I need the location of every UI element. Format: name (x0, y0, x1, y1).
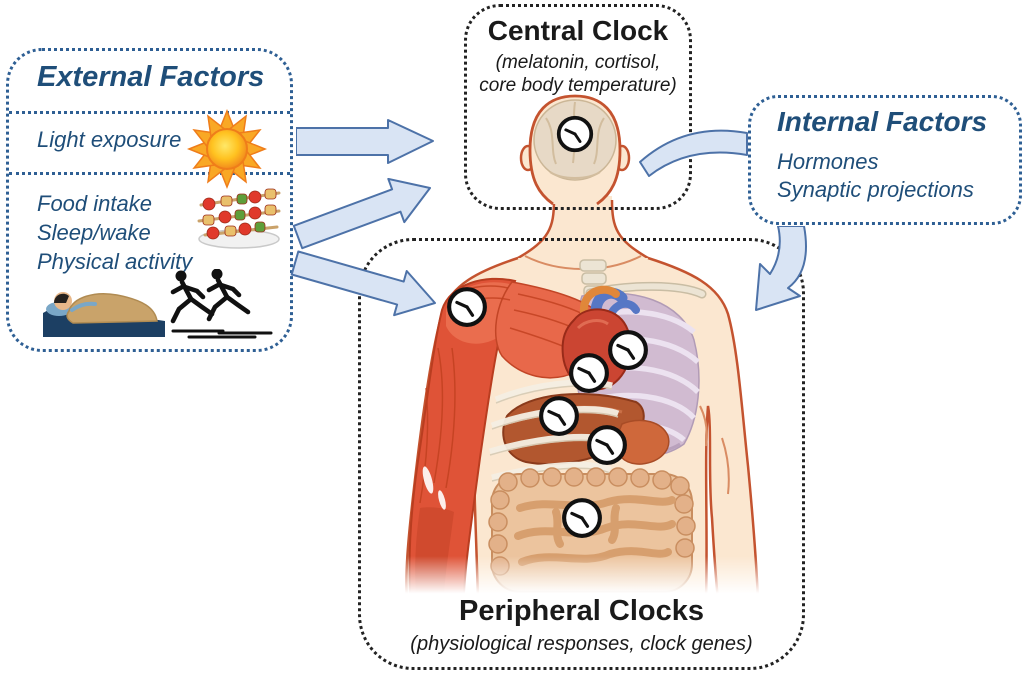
sun-icon (188, 108, 266, 188)
arrow-external-to-central-lower (292, 178, 431, 250)
physical-activity-label: Physical activity (37, 249, 193, 274)
arrow-internal-to-peripheral (755, 226, 807, 311)
arrow-external-to-central (296, 119, 434, 164)
synaptic-projections-label: Synaptic projections (777, 177, 974, 202)
ribbon-central-to-internal (639, 129, 748, 177)
food-skewers-icon (197, 188, 281, 249)
sleeping-person-icon (43, 292, 165, 337)
internal-factors-box: Internal Factors Hormones Synaptic proje… (748, 95, 1022, 225)
central-clock-box: Central Clock (melatonin, cortisol, core… (464, 4, 692, 210)
peripheral-clocks-title: Peripheral Clocks (459, 595, 704, 627)
central-clock-title: Central Clock (487, 15, 669, 46)
divider-2 (9, 172, 290, 175)
runners-icon (170, 269, 273, 339)
external-factors-title: External Factors (37, 61, 265, 93)
hormones-label: Hormones (777, 149, 879, 174)
sleep-wake-label: Sleep/wake (37, 220, 151, 245)
food-intake-label: Food intake (37, 191, 152, 216)
peripheral-clocks-box: Peripheral Clocks (physiological respons… (358, 238, 805, 670)
figure-fade (350, 556, 830, 600)
body-anatomy-illustration (350, 94, 830, 600)
behavior-labels: Food intake Sleep/wake Physical activity (37, 189, 192, 276)
central-clock-subtitle-line1: (melatonin, cortisol, (495, 52, 661, 73)
divider-1 (9, 111, 290, 114)
heart (561, 285, 640, 391)
arrow-external-to-peripheral (290, 250, 436, 317)
central-clock-subtitle: (melatonin, cortisol, core body temperat… (467, 51, 689, 97)
central-clock-subtitle-line2: core body temperature) (479, 75, 677, 96)
internal-factors-title: Internal Factors (777, 106, 988, 137)
peripheral-clocks-subtitle: (physiological responses, clock genes) (410, 633, 753, 655)
internal-factors-items: Hormones Synaptic projections (777, 148, 974, 204)
external-factors-box: External Factors Light exposure Food int… (6, 48, 293, 352)
light-exposure-label: Light exposure (37, 127, 182, 152)
